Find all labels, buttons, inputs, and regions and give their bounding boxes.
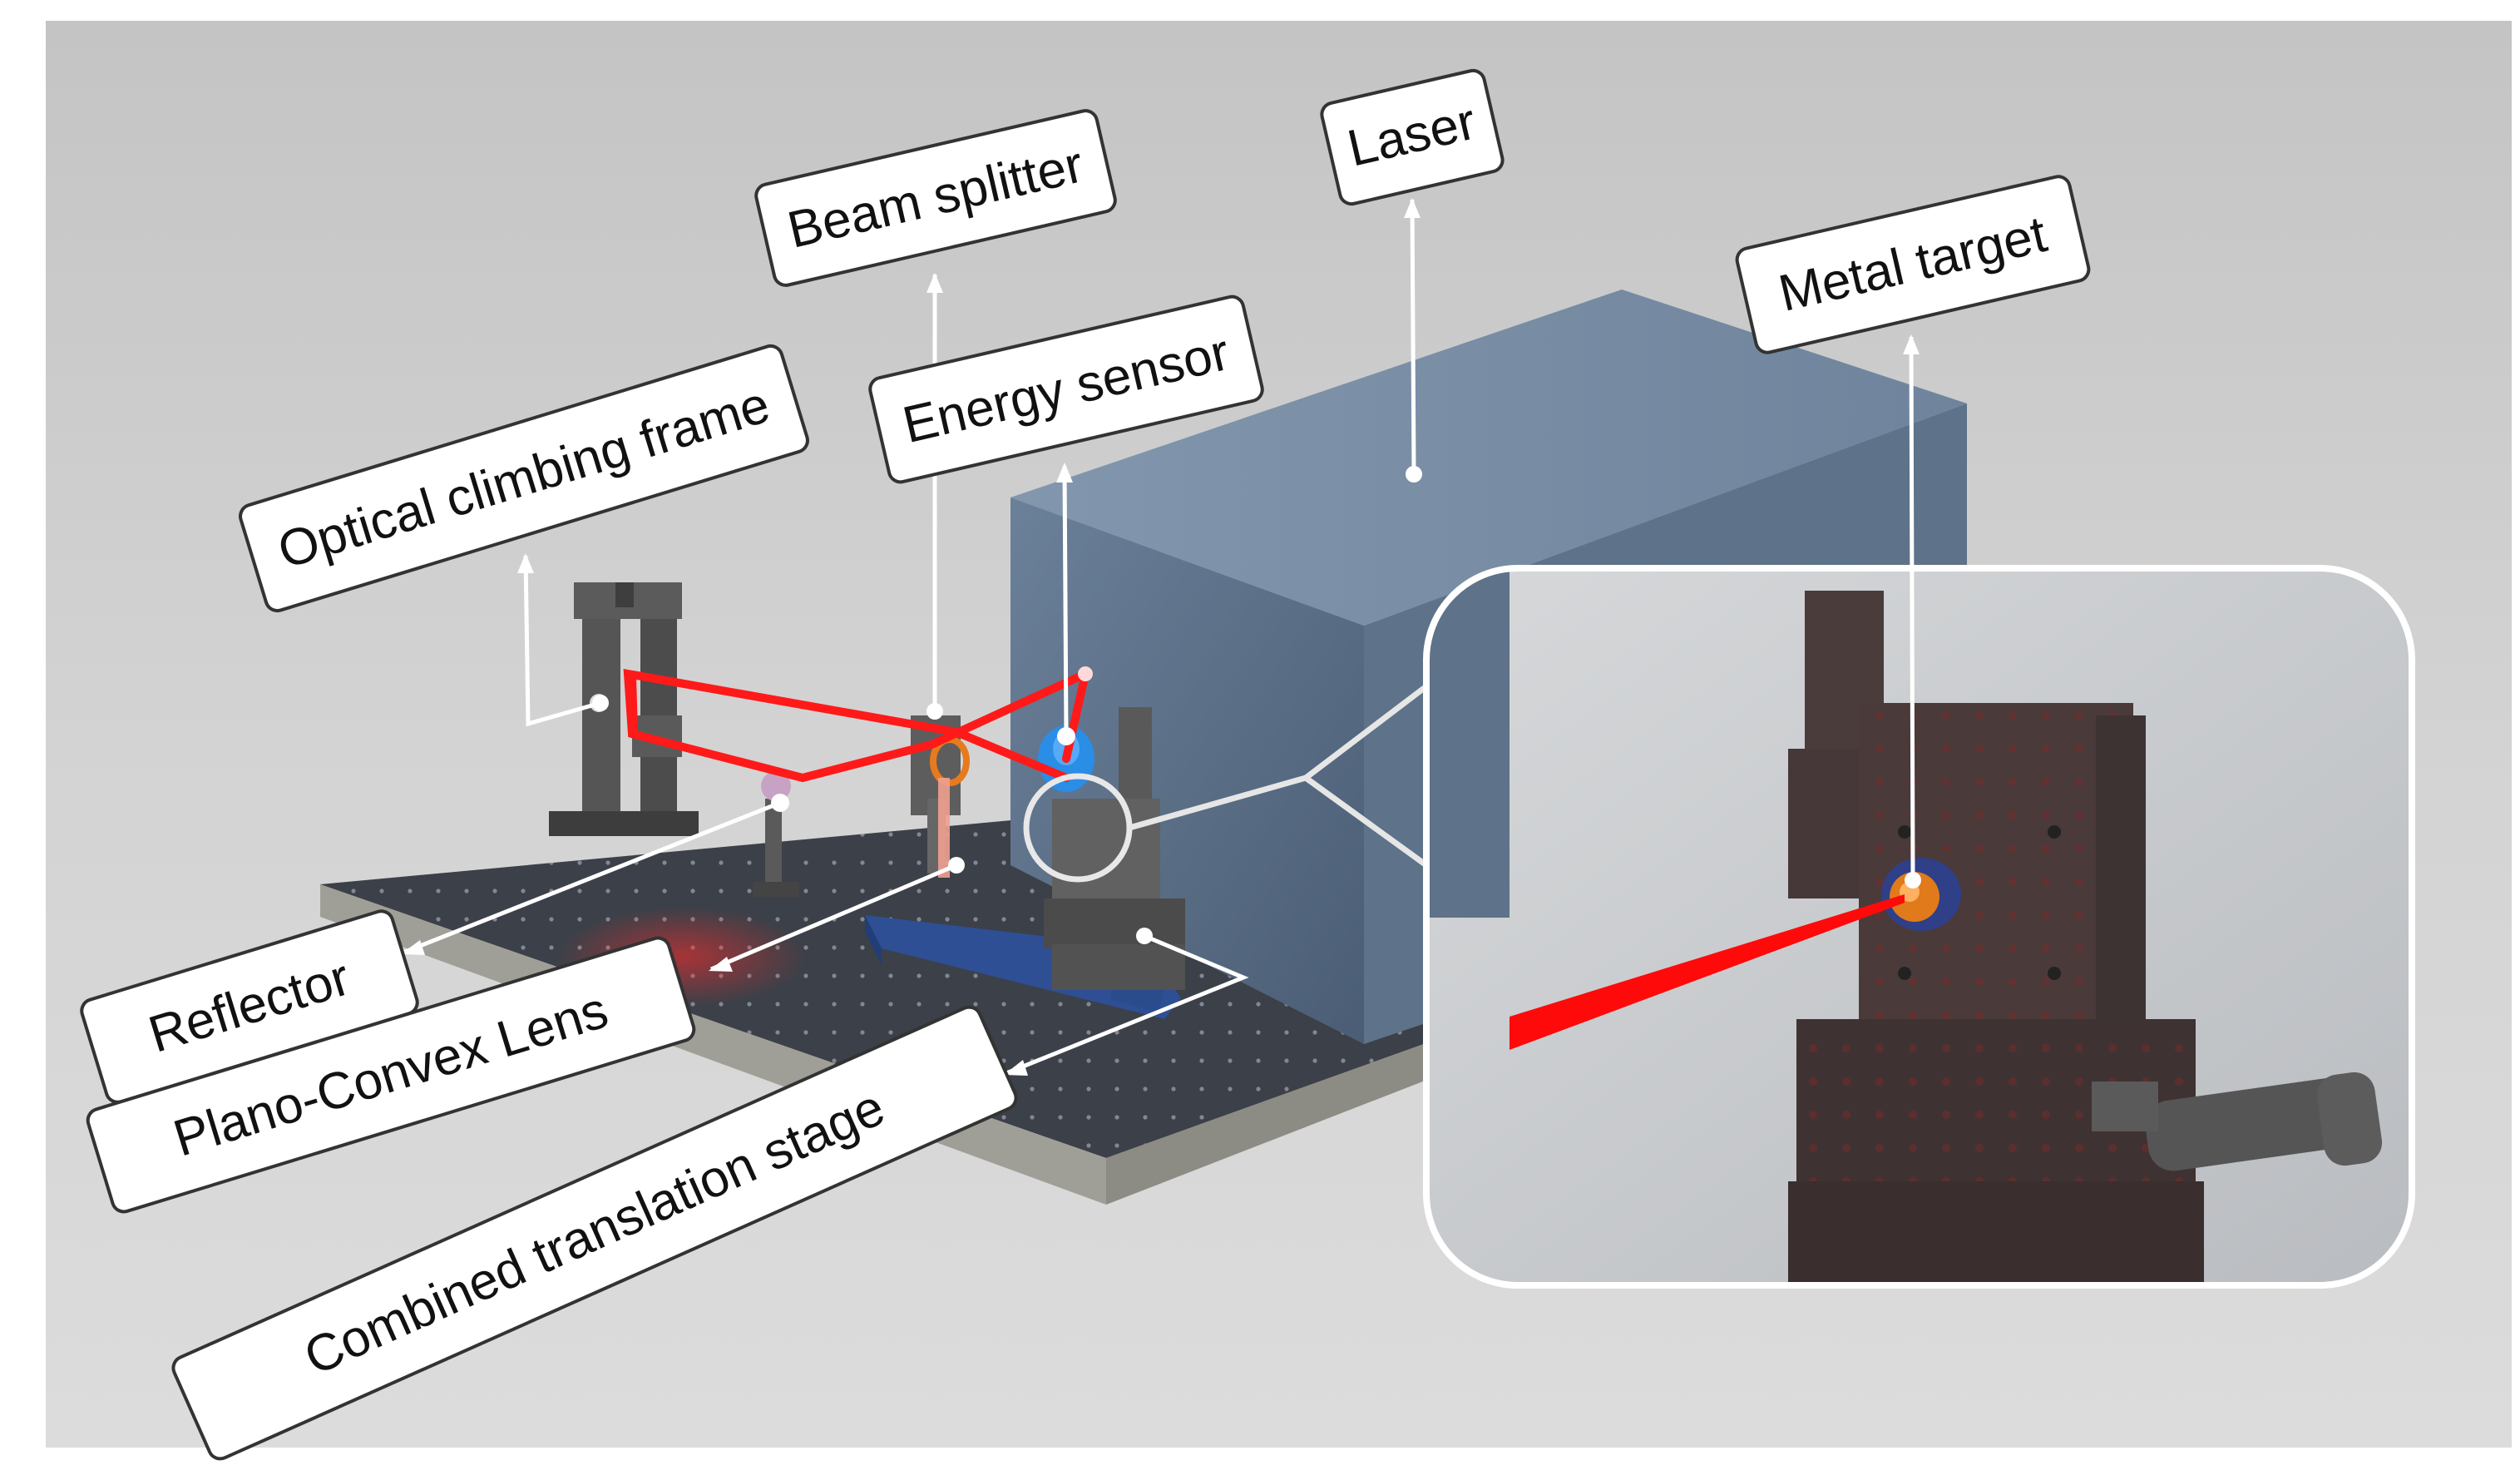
leader-optical-frame	[523, 555, 601, 727]
laser-aperture	[1078, 666, 1093, 681]
leader-end-dots	[592, 466, 1921, 944]
zoom-laser-beam	[1510, 894, 1905, 1050]
leader-reflector	[403, 800, 781, 955]
zoom-inset	[1426, 568, 2412, 1285]
leader-lines	[403, 199, 1915, 1076]
leader-energy-sensor	[1062, 465, 1069, 737]
label-laser: Laser	[1320, 68, 1505, 206]
laser-top-face	[1010, 290, 1967, 626]
leader-stage	[1006, 933, 1249, 1076]
zoom-callout-lines	[1129, 684, 1429, 868]
leader-metal-target	[1909, 336, 1915, 881]
zoom-inset-frame	[1423, 565, 2415, 1289]
leader-plano-convex	[710, 863, 957, 972]
reflector-mount	[753, 771, 799, 897]
leader-arrowheads	[401, 198, 1920, 1076]
leader-laser	[1410, 199, 1416, 473]
